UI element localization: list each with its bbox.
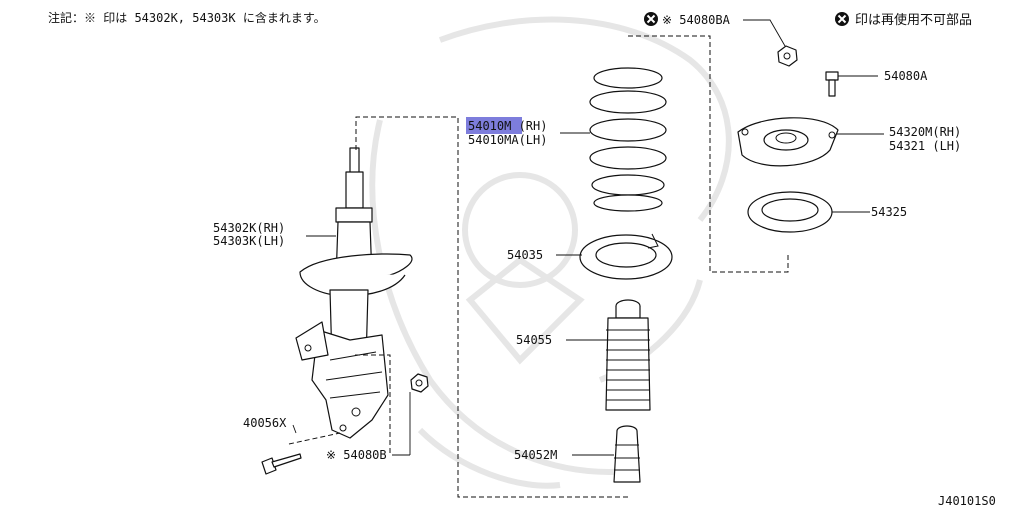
bumper-54052m[interactable] (613, 425, 641, 483)
label-54010m-rh[interactable]: 54010M (RH) (468, 119, 547, 133)
x-circle-icon (835, 12, 849, 26)
label-54055[interactable]: 54055 (516, 333, 552, 347)
label-54320m-rh[interactable]: 54320M(RH) (889, 125, 961, 139)
x-circle-icon (644, 12, 658, 26)
watermark-emblem (369, 16, 732, 489)
assembly-brackets (288, 35, 789, 498)
label-54302k-rh[interactable]: 54302K(RH) (213, 221, 285, 235)
nut-54080ba[interactable] (777, 45, 798, 67)
label-54080ba[interactable]: ※ 54080BA (662, 13, 731, 27)
label-54080a[interactable]: 54080A (884, 69, 928, 83)
dust-boot-54055[interactable] (605, 299, 651, 411)
header-note: 注記：※ 印は 54302K, 54303K に含まれます。 (48, 10, 326, 25)
label-54035[interactable]: 54035 (507, 248, 543, 262)
label-54321-lh[interactable]: 54321 (LH) (889, 139, 961, 153)
label-54010ma-lh[interactable]: 54010MA(LH) (468, 133, 547, 147)
selected-part-highlight (466, 117, 522, 134)
strut-mount-54320m[interactable] (737, 117, 839, 167)
coil-spring[interactable] (589, 67, 667, 212)
legend-text: 印は再使用不可部品 (855, 12, 972, 28)
label-54080b[interactable]: ※ 54080B (326, 448, 387, 462)
nut-54080b[interactable] (410, 373, 429, 393)
label-40056x[interactable]: 40056X (243, 416, 287, 430)
label-54052m[interactable]: 54052M (514, 448, 557, 462)
label-54325[interactable]: 54325 (871, 205, 907, 219)
legend-non-reusable: 印は再使用不可部品 (835, 12, 972, 28)
leader-lines (292, 19, 884, 456)
bolt-54080a[interactable] (825, 71, 839, 97)
diagram-id: J40101S0 (938, 494, 996, 508)
strut-assembly[interactable] (295, 147, 413, 439)
spring-seat-54035[interactable] (579, 233, 673, 280)
bolt-40056x[interactable] (261, 453, 302, 475)
bearing-54325[interactable] (747, 191, 833, 233)
label-54303k-lh[interactable]: 54303K(LH) (213, 234, 285, 248)
